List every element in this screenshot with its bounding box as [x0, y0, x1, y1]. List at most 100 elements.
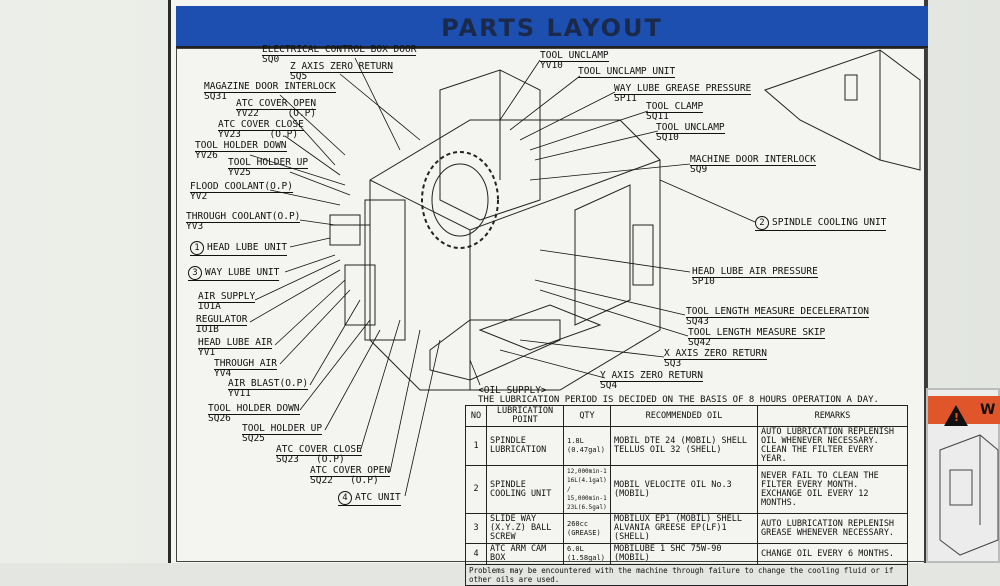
label-tool-unclamp: TOOL UNCLAMP — [540, 50, 609, 62]
code-tool-unclamp: YV10 — [540, 60, 563, 71]
header-remarks: REMARKS — [757, 405, 908, 427]
code-atc-cover-open-top: YV22 (O.P) — [236, 108, 317, 119]
cell-point: SPINDLE LUBRICATION — [486, 426, 564, 466]
code-tool-clamp: SQ11 — [646, 111, 669, 122]
code-atc-cover-close-bottom: SQ23 (O.P) — [276, 454, 345, 465]
cell-point: ATC ARM CAM BOX — [486, 543, 564, 565]
label-way-lube-grease-pressure: WAY LUBE GREASE PRESSURE — [614, 83, 752, 95]
cell-oil: MOBIL VELOCITE OIL No.3 (MOBIL) — [610, 465, 758, 514]
lubrication-period-note: THE LUBRICATION PERIOD IS DECIDED ON THE… — [478, 395, 879, 405]
cell-point: SLIDE WAY (X.Y.Z) BALL SCREW — [486, 513, 564, 544]
warning-triangle-icon: ! — [944, 405, 968, 426]
page-title: PARTS LAYOUT — [441, 14, 663, 42]
label-atc-cover-open-top: ATC COVER OPEN — [236, 98, 317, 110]
cell-qty: 260cc (GREASE) — [563, 513, 611, 544]
warning-sticker: ! W — [926, 388, 1000, 563]
code-flood-coolant: YV2 — [190, 191, 208, 202]
table-row: 4 ATC ARM CAM BOX 6.0L (1.58gal) MOBILUB… — [465, 543, 908, 565]
code-air-supply: IO1A — [198, 301, 221, 312]
code-tool-unclamp-sq: SQ10 — [656, 132, 679, 143]
machine-diagram — [249, 49, 921, 497]
cell-no: 1 — [465, 426, 487, 466]
table-header-row: NO LUBRICATION POINT QTY RECOMMENDED OIL… — [465, 405, 908, 427]
cell-no: 4 — [465, 543, 487, 565]
cell-oil: MOBILUBE 1 SHC 75W-90 (MOBIL) — [610, 543, 758, 565]
cell-point: SPINDLE COOLING UNIT — [486, 465, 564, 514]
cell-remarks: AUTO LUBRICATION REPLENISH OIL WHENEVER … — [757, 426, 908, 466]
warning-label: W — [980, 402, 996, 418]
warning-banner: ! W — [928, 396, 1000, 426]
table-footer-row: Problems may be encountered with the mac… — [465, 564, 908, 586]
header-no: NO — [465, 405, 487, 427]
label-y-axis-zero-return: Y AXIS ZERO RETURN — [600, 370, 703, 382]
label-air-supply: AIR SUPPLY — [198, 291, 256, 303]
label-tool-length-measure-skip: TOOL LENGTH MEASURE SKIP — [688, 327, 826, 339]
table-row: 3 SLIDE WAY (X.Y.Z) BALL SCREW 260cc (GR… — [465, 513, 908, 544]
label-x-axis-zero-return: X AXIS ZERO RETURN — [664, 348, 767, 360]
header-lubrication-point: LUBRICATION POINT — [486, 405, 564, 427]
label-flood-coolant: FLOOD COOLANT(O.P) — [190, 181, 293, 193]
label-tool-holder-down-top: TOOL HOLDER DOWN — [195, 140, 287, 152]
cell-no: 3 — [465, 513, 487, 544]
label-electrical-control-box-door: ELECTRICAL CONTROL BOX DOOR — [262, 44, 417, 56]
title-banner: PARTS LAYOUT — [176, 6, 928, 48]
code-tool-length-measure-deceleration: SQ43 — [686, 316, 709, 327]
tool-magazine-ring — [421, 151, 499, 249]
code-tool-holder-up-bottom: SQ25 — [242, 433, 265, 444]
code-tool-holder-down-bottom: SQ26 — [208, 413, 231, 424]
code-y-axis-zero-return: SQ4 — [600, 380, 618, 391]
code-tool-length-measure-skip: SQ42 — [688, 337, 711, 348]
label-regulator: REGULATOR — [196, 314, 248, 326]
code-x-axis-zero-return: SQ3 — [664, 358, 682, 369]
cell-no: 2 — [465, 465, 487, 514]
code-regulator: IO1B — [196, 324, 219, 335]
header-recommended-oil: RECOMMENDED OIL — [610, 405, 758, 427]
label-z-axis-zero-return: Z AXIS ZERO RETURN — [290, 61, 393, 73]
code-machine-door-interlock: SQ9 — [690, 164, 708, 175]
code-magazine-door-interlock: SQ31 — [204, 91, 227, 102]
code-head-lube-air-pressure: SP10 — [692, 276, 715, 287]
lubrication-table: NO LUBRICATION POINT QTY RECOMMENDED OIL… — [465, 405, 908, 586]
label-through-coolant: THROUGH COOLANT(O.P) — [186, 211, 301, 223]
label-machine-door-interlock: MACHINE DOOR INTERLOCK — [690, 154, 816, 166]
cell-qty: 12,000min-1 16L(4.1gal) / 15,000min-1 23… — [563, 465, 611, 514]
table-row: 1 SPINDLE LUBRICATION 1.8L (0.47gal) MOB… — [465, 426, 908, 466]
label-tool-unclamp-unit: TOOL UNCLAMP UNIT — [578, 66, 676, 78]
oil-supply-label: <OIL SUPPLY> — [478, 385, 547, 396]
table-footer: Problems may be encountered with the mac… — [465, 564, 908, 586]
label-tool-unclamp-sq: TOOL UNCLAMP — [656, 122, 725, 134]
header-qty: QTY — [563, 405, 611, 427]
table-row: 2 SPINDLE COOLING UNIT 12,000min-1 16L(4… — [465, 465, 908, 514]
cell-remarks: AUTO LUBRICATION REPLENISH GREASE WHENEV… — [757, 513, 908, 544]
label-through-air: THROUGH AIR — [214, 358, 277, 370]
cell-qty: 6.0L (1.58gal) — [563, 543, 611, 565]
code-way-lube-grease-pressure: SP11 — [614, 93, 637, 104]
label-magazine-door-interlock: MAGAZINE DOOR INTERLOCK — [204, 81, 336, 93]
spindle-column — [439, 69, 541, 221]
label-atc-cover-close-bottom: ATC COVER CLOSE — [276, 444, 362, 456]
code-head-lube-air: YV1 — [198, 347, 216, 358]
label-head-lube-air: HEAD LUBE AIR — [198, 337, 273, 349]
label-tool-holder-up-bottom: TOOL HOLDER UP — [242, 423, 323, 435]
warning-diagram — [939, 434, 999, 556]
code-through-coolant: YV3 — [186, 221, 204, 232]
code-through-air: YV4 — [214, 368, 232, 379]
label-head-lube-air-pressure: HEAD LUBE AIR PRESSURE — [692, 266, 818, 278]
code-z-axis-zero-return: SQ5 — [290, 71, 308, 82]
cell-remarks: NEVER FAIL TO CLEAN THE FILTER EVERY MON… — [757, 465, 908, 514]
label-atc-cover-close-top: ATC COVER CLOSE — [218, 119, 304, 131]
cell-remarks: CHANGE OIL EVERY 6 MONTHS. — [757, 543, 908, 565]
machine-body-outline — [369, 119, 661, 391]
cell-oil: MOBILUX EP1 (MOBIL) SHELL ALVANIA GREESE… — [610, 513, 758, 544]
label-air-blast: AIR BLAST(O.P) — [228, 378, 309, 390]
label-tool-length-measure-deceleration: TOOL LENGTH MEASURE DECELERATION — [686, 306, 870, 318]
code-tool-holder-up-top: YV25 — [228, 167, 251, 178]
label-atc-cover-open-bottom: ATC COVER OPEN — [310, 465, 391, 477]
code-atc-cover-open-bottom: SQ22 (O.P) — [310, 475, 379, 486]
code-air-blast: YV11 — [228, 388, 251, 399]
code-tool-holder-down-top: YV26 — [195, 150, 218, 161]
